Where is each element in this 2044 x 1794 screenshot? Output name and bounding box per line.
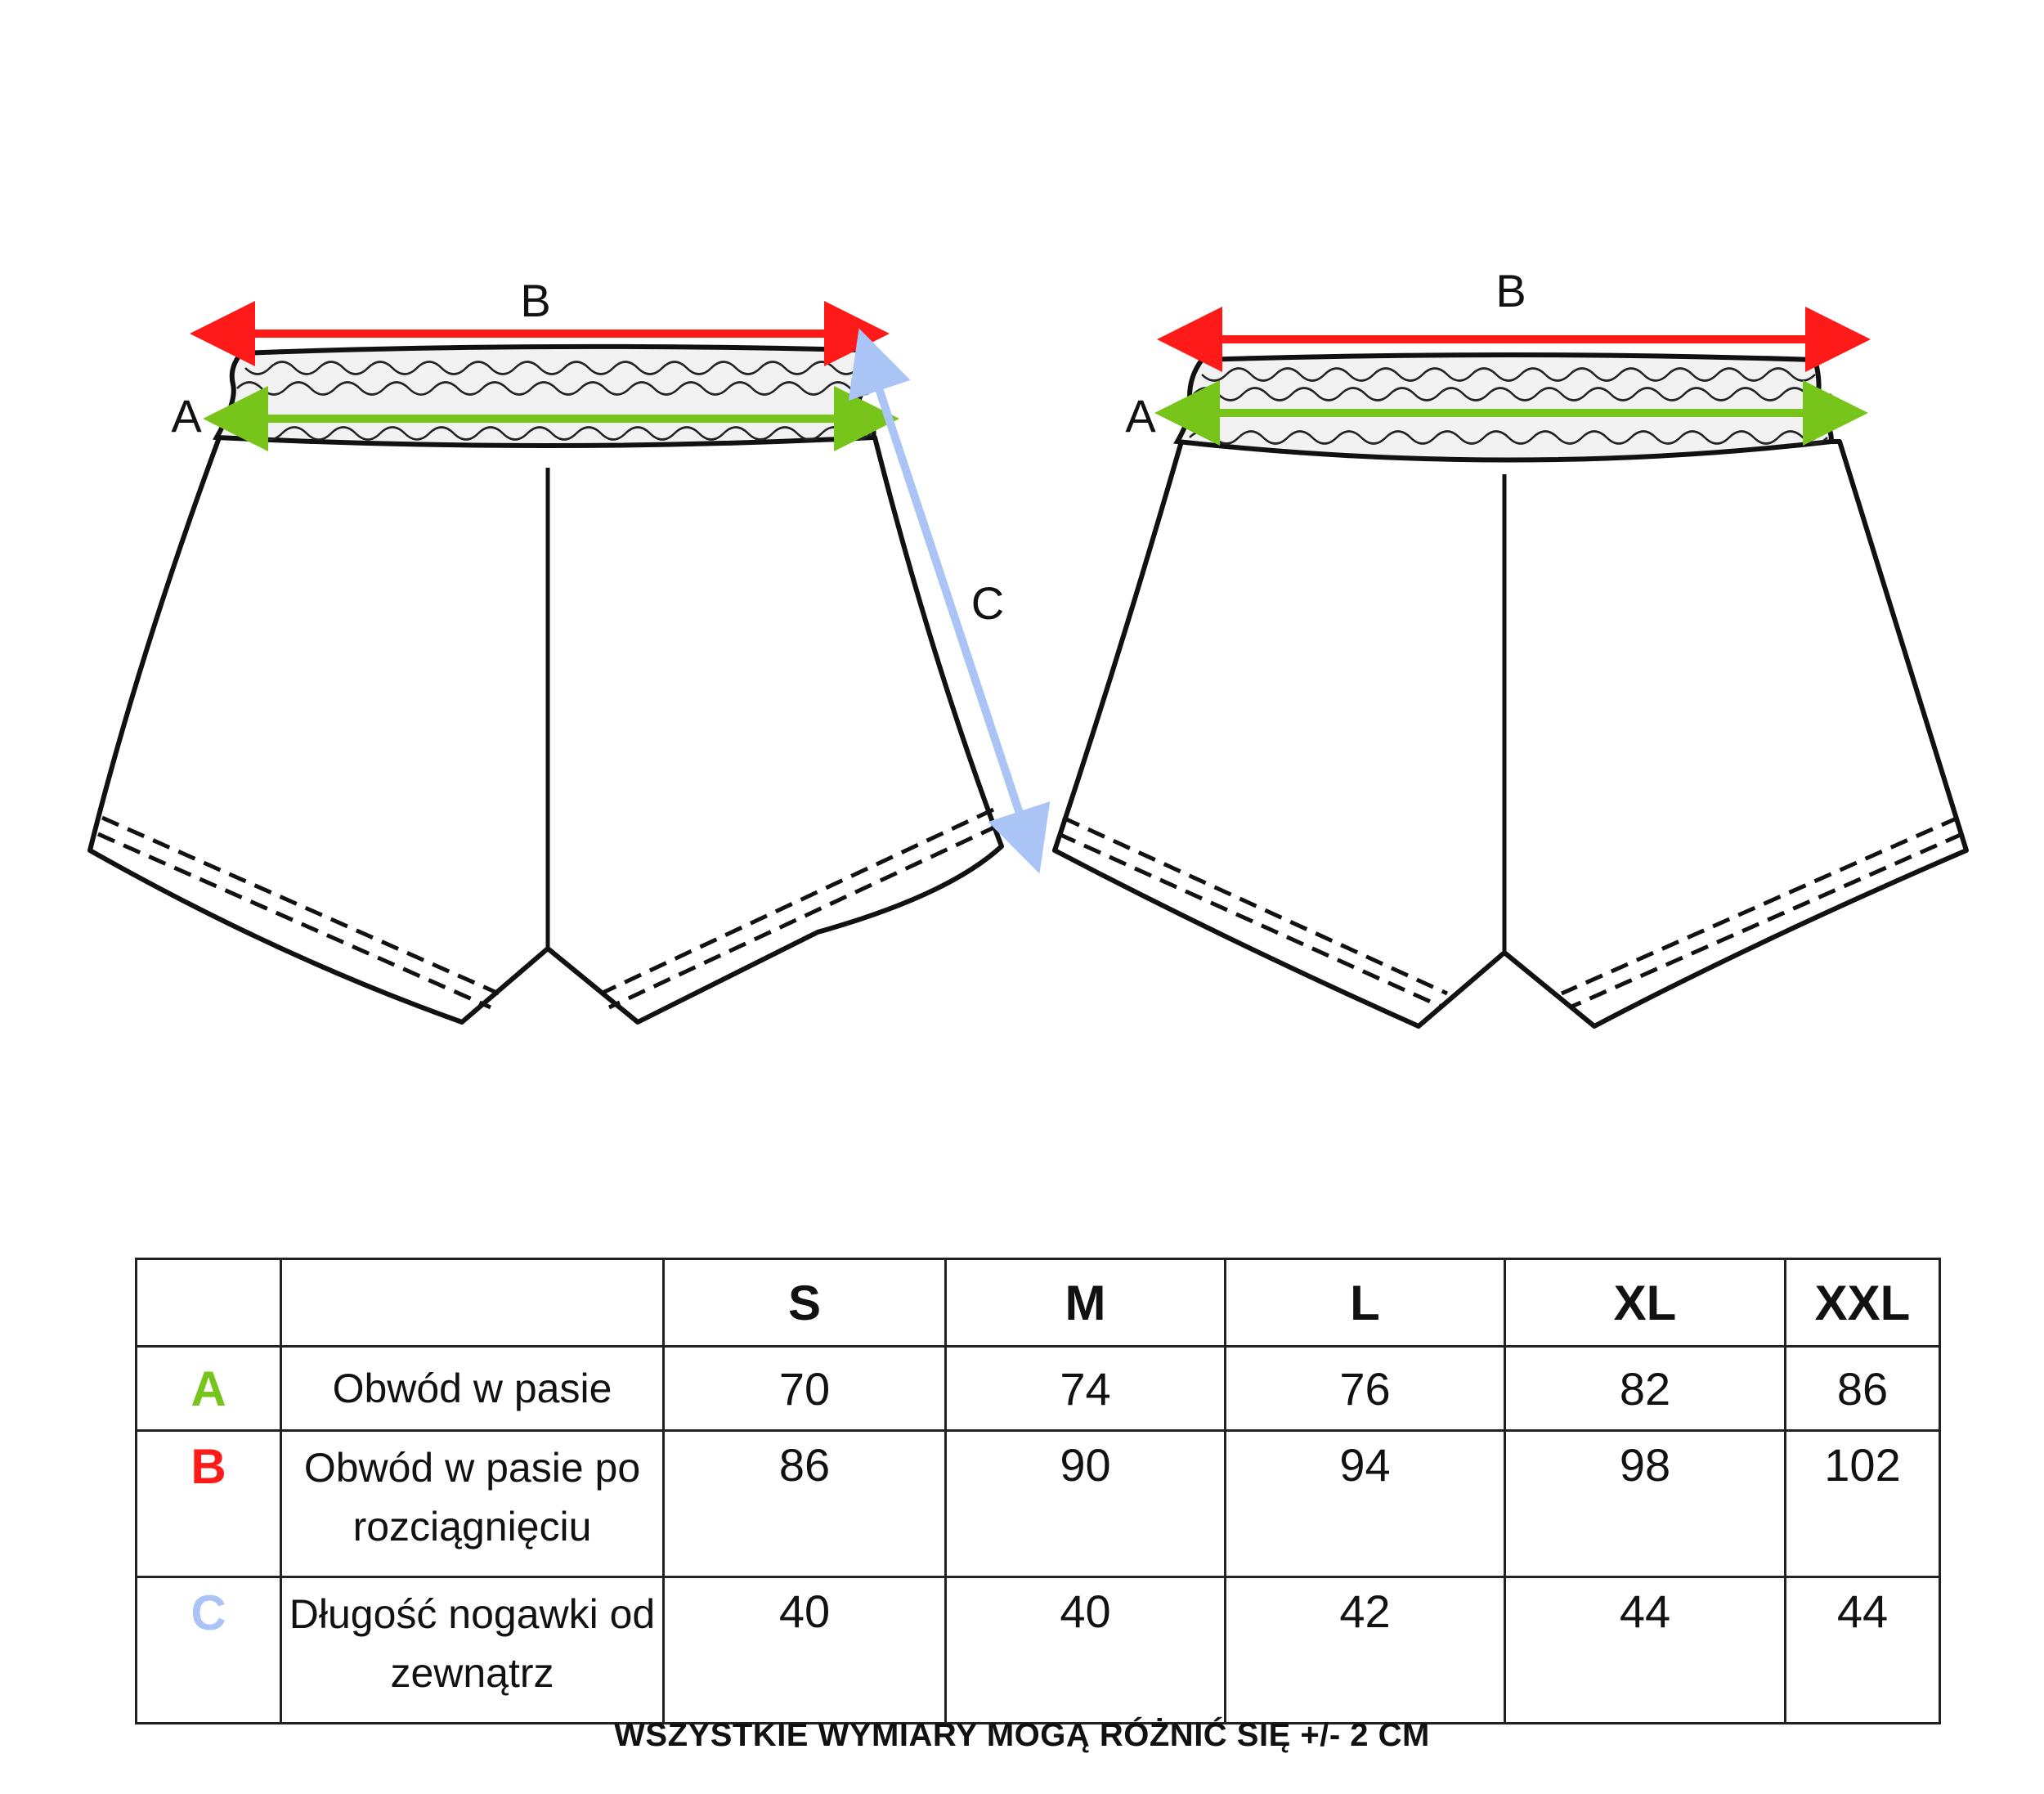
measurement-c-arrow <box>848 328 1051 874</box>
size-header: S <box>662 1258 947 1348</box>
size-header: M <box>944 1258 1226 1348</box>
measurement-value: 94 <box>1224 1429 1506 1578</box>
measurement-value: 86 <box>1784 1345 1941 1432</box>
measurement-value: 76 <box>1224 1345 1506 1432</box>
measurement-value: 44 <box>1784 1576 1941 1724</box>
measurement-value: 70 <box>662 1345 947 1432</box>
header-empty-cell <box>135 1258 282 1348</box>
size-header: XL <box>1504 1258 1786 1348</box>
measurement-value: 98 <box>1504 1429 1786 1578</box>
size-chart-table: S M L XL XXL A Obwód w pasie 70 74 76 82… <box>135 1258 1941 1724</box>
label-b-back: B <box>1495 265 1526 316</box>
measurement-description: Długość nogawki od zewnątrz <box>280 1576 665 1724</box>
measurement-letter: B <box>135 1429 282 1578</box>
table-row: A Obwód w pasie 70 74 76 82 86 <box>135 1345 1941 1432</box>
label-a-back: A <box>1125 390 1156 442</box>
measurement-letter: C <box>135 1576 282 1724</box>
label-b-front: B <box>520 275 550 326</box>
tolerance-note: WSZYSTKIE WYMIARY MOGĄ RÓŻNIĆ SIĘ +/- 2 … <box>614 1717 1430 1753</box>
label-a-front: A <box>171 390 202 442</box>
measurement-value: 42 <box>1224 1576 1506 1724</box>
measurement-value: 86 <box>662 1429 947 1578</box>
table-row: C Długość nogawki od zewnątrz 40 40 42 4… <box>135 1576 1941 1724</box>
measurement-value: 90 <box>944 1429 1226 1578</box>
size-header-row: S M L XL XXL <box>135 1258 1941 1348</box>
measurement-value: 40 <box>944 1576 1226 1724</box>
measurement-value: 82 <box>1504 1345 1786 1432</box>
measurement-value: 40 <box>662 1576 947 1724</box>
header-empty-cell <box>280 1258 665 1348</box>
measurement-description: Obwód w pasie po rozciągnięciu <box>280 1429 665 1578</box>
shorts-front-drawing <box>87 343 1004 1025</box>
shorts-back-drawing <box>1052 352 1969 1029</box>
measurement-value: 102 <box>1784 1429 1941 1578</box>
measurement-description: Obwód w pasie <box>280 1345 665 1432</box>
table-row: B Obwód w pasie po rozciągnięciu 86 90 9… <box>135 1429 1941 1578</box>
label-c: C <box>971 577 1004 629</box>
size-header: L <box>1224 1258 1506 1348</box>
measurement-value: 74 <box>944 1345 1226 1432</box>
measurement-value: 44 <box>1504 1576 1786 1724</box>
shorts-measurement-diagram: B A C B A <box>87 265 1969 1029</box>
measurement-letter: A <box>135 1345 282 1432</box>
size-header: XXL <box>1784 1258 1941 1348</box>
